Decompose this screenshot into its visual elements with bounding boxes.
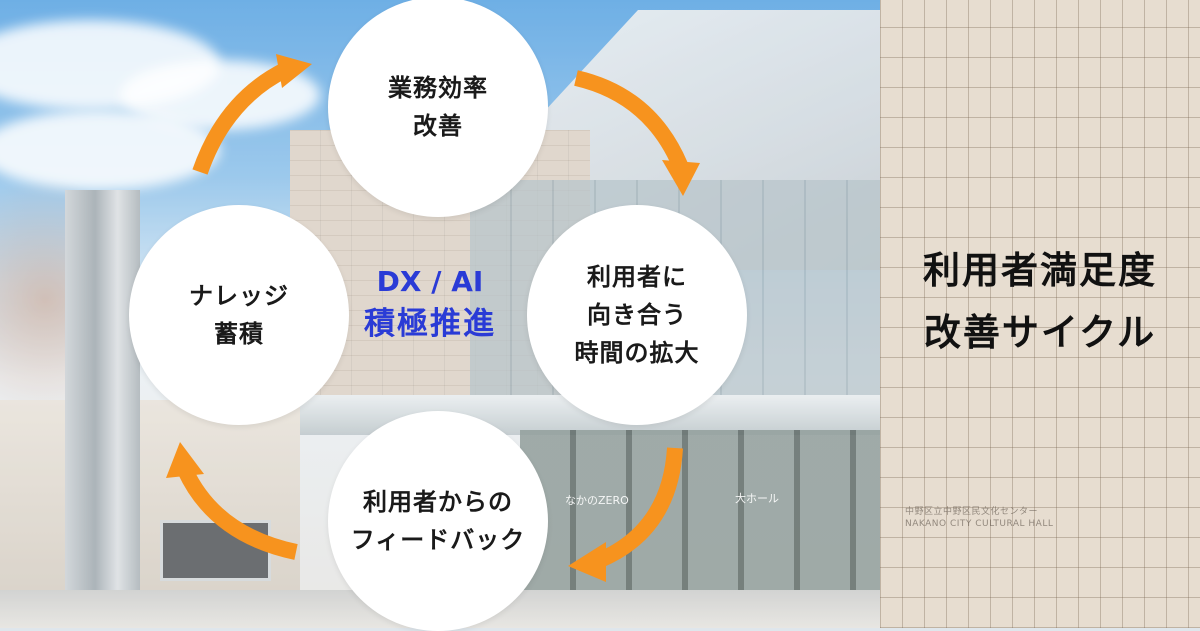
wall-engraving: 中野区立中野区民文化センター NAKANO CITY CULTURAL HALL — [905, 506, 1195, 530]
zero-sign: なかのZERO — [565, 494, 629, 507]
arrowhead-left-top — [276, 54, 312, 88]
center-label-line2: 積極推進 — [364, 306, 496, 342]
arrow-top-right — [574, 70, 688, 169]
cycle-step-label: 利用者からの フィードバック — [350, 488, 526, 554]
title-line1: 利用者満足度 — [923, 249, 1157, 292]
arrow-left-top — [192, 62, 289, 175]
arrowhead-top-right — [662, 160, 700, 196]
arrowhead-right-bottom — [568, 542, 606, 582]
arrow-right-bottom — [596, 447, 683, 568]
tiled-wall — [880, 0, 1200, 628]
page-title: 利用者満足度 改善サイクル — [890, 240, 1190, 364]
cycle-step-knowledge: ナレッジ 蓄積 — [129, 205, 349, 425]
cycle-step-time: 利用者に 向き合う 時間の拡大 — [527, 205, 747, 425]
cycle-center-label: DX / AI 積極推進 — [345, 262, 515, 346]
monument-pillar — [65, 190, 140, 610]
cycle-step-feedback: 利用者からの フィードバック — [328, 411, 548, 631]
arrowhead-bottom-left — [166, 442, 204, 478]
title-line2: 改善サイクル — [923, 311, 1157, 354]
cycle-step-efficiency: 業務効率 改善 — [328, 0, 548, 217]
cycle-step-label: ナレッジ 蓄積 — [189, 282, 289, 348]
wall-engraving-en: NAKANO CITY CULTURAL HALL — [905, 519, 1054, 529]
cycle-step-label: 業務効率 改善 — [388, 74, 488, 140]
wall-engraving-jp: 中野区立中野区民文化センター — [905, 507, 1039, 517]
cloud — [0, 110, 220, 190]
arrow-bottom-left — [177, 466, 298, 560]
center-label-line1: DX / AI — [376, 265, 484, 298]
hall-sign: 大ホール — [735, 492, 779, 505]
cycle-step-label: 利用者に 向き合う 時間の拡大 — [574, 263, 700, 367]
